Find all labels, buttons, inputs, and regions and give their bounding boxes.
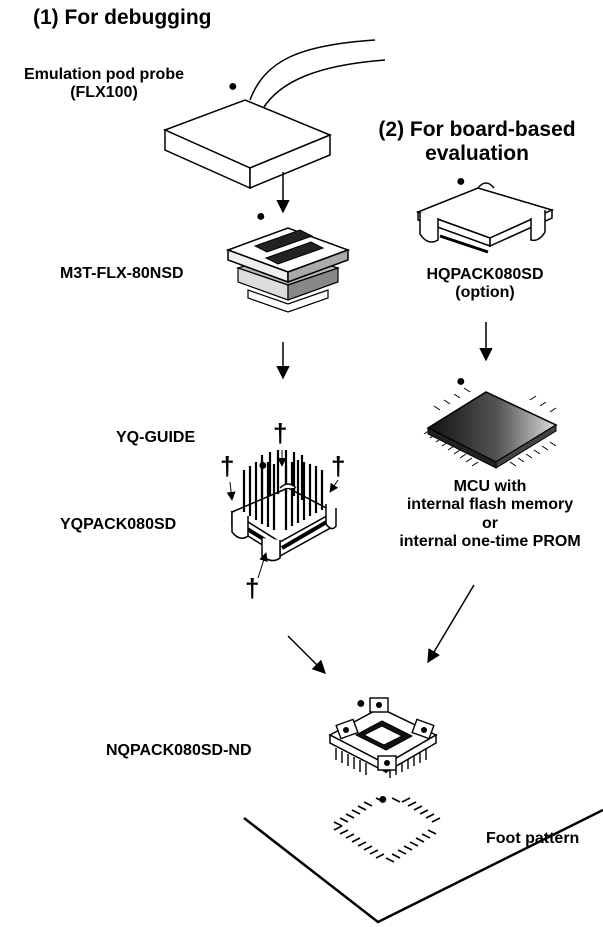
flx-label: M3T-FLX-80NSD — [60, 265, 184, 282]
foot-pattern — [243, 797, 603, 924]
dagger-top: † — [273, 418, 288, 448]
yqpack-adapter — [226, 450, 339, 579]
arrow-yqpack-to-nqpack — [287, 635, 326, 674]
mcu-label-line4: internal one-time PROM — [399, 533, 581, 551]
nqpack-socket — [328, 697, 438, 778]
pin1-dot-flx: ● — [256, 208, 266, 225]
yqguide-label: YQ-GUIDE — [116, 429, 196, 446]
pin1-dot-nqpack: ● — [356, 695, 366, 712]
flx-adapter — [225, 227, 351, 313]
pin1-dot-foot: ● — [378, 791, 388, 808]
dagger-bottom: † — [245, 573, 260, 603]
pod-label-line1: Emulation pod probe — [24, 66, 184, 83]
board-heading: (2) For board-based evaluation — [352, 118, 602, 166]
board-heading-line1: (2) For board-based — [378, 118, 576, 141]
dagger-left: † — [220, 451, 235, 481]
pin1-dot-yqpack: ● — [258, 457, 268, 474]
mcu-label-line3: or — [482, 514, 498, 532]
hqpack-socket — [415, 182, 555, 254]
mcu-label: MCU with internal flash memory or intern… — [375, 478, 603, 552]
pin1-dot-mcu: ● — [456, 373, 466, 390]
hqpack-label-line1: HQPACK080SD — [426, 266, 544, 283]
pin1-dot-hqpack: ● — [456, 173, 466, 190]
emulation-pod-probe — [163, 39, 386, 190]
hqpack-label: HQPACK080SD (option) — [400, 266, 570, 303]
nqpack-label: NQPACK080SD-ND — [106, 742, 252, 759]
hqpack-label-line2: (option) — [455, 284, 515, 302]
mcu-chip — [423, 387, 558, 469]
debug-heading: (1) For debugging — [33, 6, 212, 29]
pin1-dot-pod: ● — [228, 78, 238, 95]
mcu-label-line1: MCU with — [453, 478, 527, 495]
board-heading-line2: evaluation — [425, 142, 529, 166]
yqpack-label: YQPACK080SD — [60, 516, 177, 533]
foot-pattern-label: Foot pattern — [486, 830, 580, 847]
arrow-mcu-to-nqpack — [427, 584, 475, 664]
mcu-label-line2: internal flash memory — [406, 496, 574, 514]
pod-label-line2: (FLX100) — [70, 84, 138, 102]
pod-label: Emulation pod probe (FLX100) — [4, 66, 204, 103]
dagger-right: † — [331, 451, 346, 481]
